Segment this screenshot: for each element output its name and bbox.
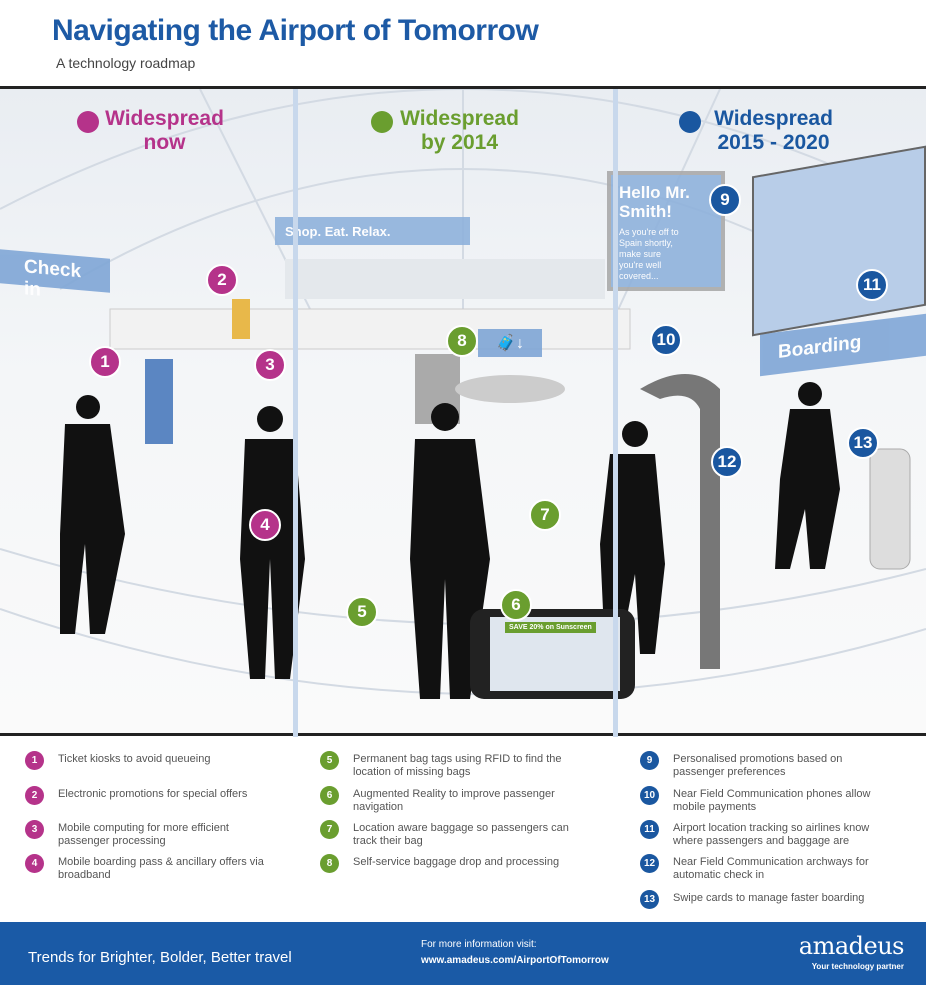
header: Navigating the Airport of Tomorrow A tec…: [0, 0, 926, 86]
legend-text: Location aware baggage so passengers can…: [353, 822, 569, 847]
nfc-archway: [640, 374, 720, 669]
marker-13: 13: [847, 427, 879, 459]
marker-9: 9: [709, 184, 741, 216]
legend-number-badge: 3: [25, 820, 44, 839]
marker-7: 7: [529, 499, 561, 531]
legend-item-8: 8 Self-service baggage drop and processin…: [320, 854, 575, 873]
legend-number-badge: 6: [320, 786, 339, 805]
legend: [0, 737, 926, 922]
page-title: Navigating the Airport of Tomorrow: [52, 14, 539, 47]
boarding-gate-reader: [869, 448, 911, 570]
marker-11: 11: [856, 269, 888, 301]
footer: Trends for Brighter, Bolder, Better trav…: [0, 922, 926, 985]
legend-text: Electronic promotions for special offers: [58, 788, 248, 800]
footer-url-link[interactable]: www.amadeus.com/AirportOfTomorrow: [421, 955, 609, 966]
legend-text: Near Field Communication archways for au…: [673, 856, 869, 881]
legend-text: Mobile boarding pass & ancillary offers …: [58, 856, 264, 881]
bag-drop-sign: 🧳↓: [478, 329, 542, 357]
legend-text: Ticket kiosks to avoid queueing: [58, 753, 211, 765]
marker-12: 12: [711, 446, 743, 478]
legend-text: Self-service baggage drop and processing: [353, 856, 560, 868]
legend-item-4: 4 Mobile boarding pass & ancillary offers…: [25, 854, 280, 882]
promo-billboard: Hello Mr. Smith! As you're off to Spain …: [607, 171, 725, 291]
legend-text: Augmented Reality to improve passenger n…: [353, 788, 555, 813]
marker-8: 8: [446, 325, 478, 357]
legend-text: Airport location tracking so airlines kn…: [673, 822, 870, 847]
billboard-title: Hello Mr. Smith!: [619, 183, 690, 221]
billboard-text: As you're off to Spain shortly, make sur…: [619, 227, 679, 281]
legend-item-2: 2 Electronic promotions for special offer…: [25, 786, 280, 805]
legend-number-badge: 1: [25, 751, 44, 770]
legend-number-badge: 8: [320, 854, 339, 873]
footer-info-label: For more information visit:: [421, 939, 537, 950]
legend-item-9: 9 Personalised promotions based on passen…: [640, 751, 895, 779]
divider: [0, 86, 926, 89]
marker-4: 4: [249, 509, 281, 541]
legend-number-badge: 7: [320, 820, 339, 839]
footer-tagline: Trends for Brighter, Bolder, Better trav…: [28, 949, 292, 966]
passenger-silhouettes: [60, 382, 840, 699]
location-map-screen: [752, 145, 926, 337]
column-divider: [613, 89, 618, 924]
legend-text: Personalised promotions based on passeng…: [673, 753, 843, 778]
column-dot-2014: [371, 111, 393, 133]
legend-text: Permanent bag tags using RFID to find th…: [353, 753, 562, 778]
column-dot-2015-2020: [679, 111, 701, 133]
amadeus-logo: amadeus: [798, 932, 905, 960]
legend-item-10: 10 Near Field Communication phones allow …: [640, 786, 895, 814]
marker-10: 10: [650, 324, 682, 356]
legend-item-13: 13 Swipe cards to manage faster boarding: [640, 890, 895, 909]
marker-2: 2: [206, 264, 238, 296]
legend-item-12: 12 Near Field Communication archways for …: [640, 854, 895, 882]
legend-number-badge: 13: [640, 890, 659, 909]
brand-tagline: Your technology partner: [811, 962, 904, 971]
phone-promo: SAVE 20% on Sunscreen: [505, 622, 596, 633]
legend-number-badge: 10: [640, 786, 659, 805]
legend-text: Swipe cards to manage faster boarding: [673, 892, 865, 904]
kiosk: [145, 359, 173, 444]
marker-1: 1: [89, 346, 121, 378]
legend-number-badge: 12: [640, 854, 659, 873]
baggage-carousel: [455, 375, 565, 403]
legend-number-badge: 4: [25, 854, 44, 873]
legend-item-6: 6 Augmented Reality to improve passenger …: [320, 786, 575, 814]
legend-number-badge: 2: [25, 786, 44, 805]
legend-item-5: 5 Permanent bag tags using RFID to find t…: [320, 751, 575, 779]
divider: [0, 733, 926, 736]
legend-item-11: 11 Airport location tracking so airlines …: [640, 820, 895, 848]
legend-number-badge: 9: [640, 751, 659, 770]
column-divider: [293, 89, 298, 924]
legend-item-7: 7 Location aware baggage so passengers ca…: [320, 820, 575, 848]
legend-number-badge: 5: [320, 751, 339, 770]
legend-item-1: 1 Ticket kiosks to avoid queueing: [25, 751, 280, 770]
column-dot-now: [77, 111, 99, 133]
legend-text: Near Field Communication phones allow mo…: [673, 788, 871, 813]
marker-3: 3: [254, 349, 286, 381]
marker-5: 5: [346, 596, 378, 628]
page-subtitle: A technology roadmap: [56, 55, 196, 71]
shop-sign: Shop. Eat. Relax.: [275, 217, 470, 245]
legend-number-badge: 11: [640, 820, 659, 839]
marker-6: 6: [500, 589, 532, 621]
legend-item-3: 3 Mobile computing for more efficient pas…: [25, 820, 280, 848]
legend-text: Mobile computing for more efficient pass…: [58, 822, 229, 847]
promo-screen: [232, 299, 250, 339]
